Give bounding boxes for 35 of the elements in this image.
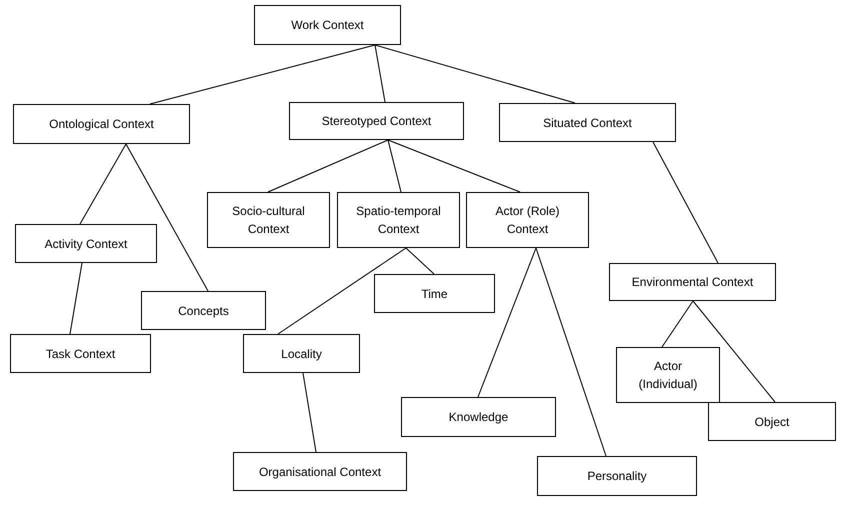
concept-box: Situated Context	[499, 103, 676, 142]
concept-box: Activity Context	[15, 224, 157, 263]
concept-box: Organisational Context	[233, 452, 407, 491]
connector-line	[652, 142, 718, 264]
concept-box: Stereotyped Context	[289, 102, 464, 140]
connector-line	[80, 144, 126, 224]
concept-box: Task Context	[10, 334, 151, 373]
concept-box: Actor (Role) Context	[466, 192, 589, 248]
connector-line	[374, 44, 386, 102]
connector-line	[268, 140, 388, 192]
connector-line	[388, 140, 520, 192]
connector-line	[662, 300, 694, 348]
connector-line	[70, 262, 82, 334]
concept-box: Locality	[243, 334, 360, 373]
concept-box: Actor (Individual)	[616, 347, 720, 403]
concept-box: Time	[374, 274, 495, 313]
connector-line	[126, 144, 208, 292]
concept-box: Work Context	[254, 5, 401, 45]
connector-line	[536, 248, 606, 456]
connector-line	[278, 248, 406, 334]
concept-box: Ontological Context	[13, 104, 190, 144]
concept-box: Personality	[537, 456, 697, 496]
concept-box: Environmental Context	[609, 263, 776, 301]
concept-box: Socio-cultural Context	[207, 192, 330, 248]
connector-line	[388, 140, 402, 192]
connector-line	[302, 372, 316, 452]
concept-box: Spatio-temporal Context	[337, 192, 460, 248]
connector-line	[374, 44, 576, 104]
concept-box: Object	[708, 402, 836, 441]
concept-box: Knowledge	[401, 397, 556, 437]
connector-line	[406, 248, 434, 274]
connector-line	[692, 300, 776, 402]
connector-line	[150, 44, 376, 104]
connector-line	[478, 248, 536, 398]
concept-box: Concepts	[141, 291, 266, 330]
